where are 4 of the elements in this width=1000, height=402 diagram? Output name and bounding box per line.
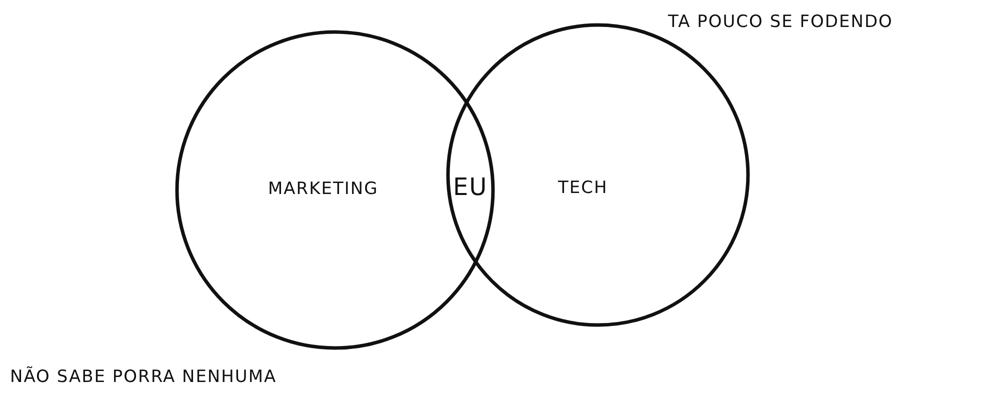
set-label: MARKETING bbox=[268, 181, 378, 198]
intersection-label: EU bbox=[453, 175, 488, 199]
annotation-text: TA POUCO SE FODENDO bbox=[668, 14, 893, 31]
set-label: TECH bbox=[558, 180, 608, 197]
